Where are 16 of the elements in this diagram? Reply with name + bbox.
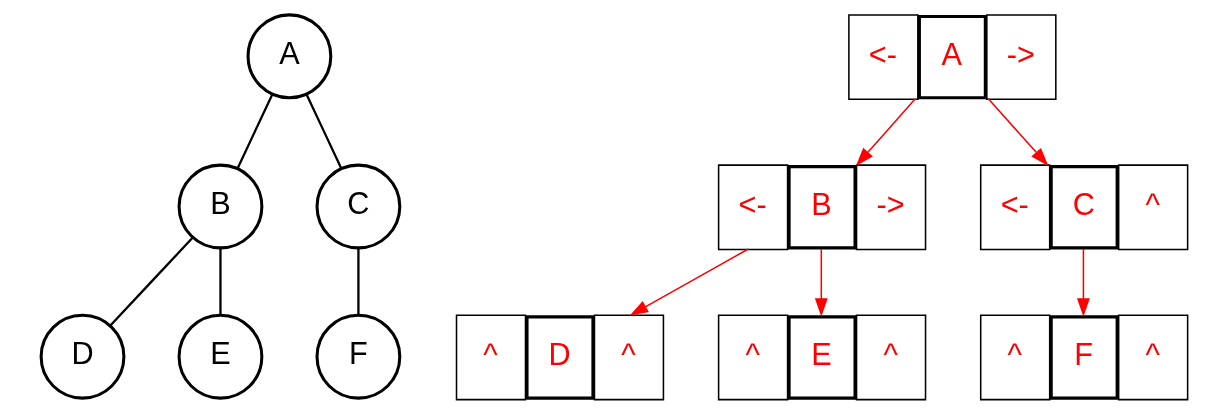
- node-circle: B: [177, 163, 263, 250]
- connector: [356, 248, 360, 315]
- node-circle: C: [315, 163, 401, 250]
- connector: [218, 248, 222, 315]
- node-circle: A: [246, 13, 332, 100]
- node-circle: E: [177, 313, 263, 400]
- node-circle: F: [315, 313, 401, 400]
- arrow: [987, 98, 1048, 166]
- connector: [109, 237, 193, 327]
- arrow: [1076, 248, 1090, 317]
- arrow: [855, 98, 916, 166]
- arrow: [814, 248, 828, 317]
- arrow: [629, 248, 749, 316]
- connector: [236, 93, 273, 169]
- node-circle: D: [39, 313, 125, 400]
- connector: [304, 93, 342, 169]
